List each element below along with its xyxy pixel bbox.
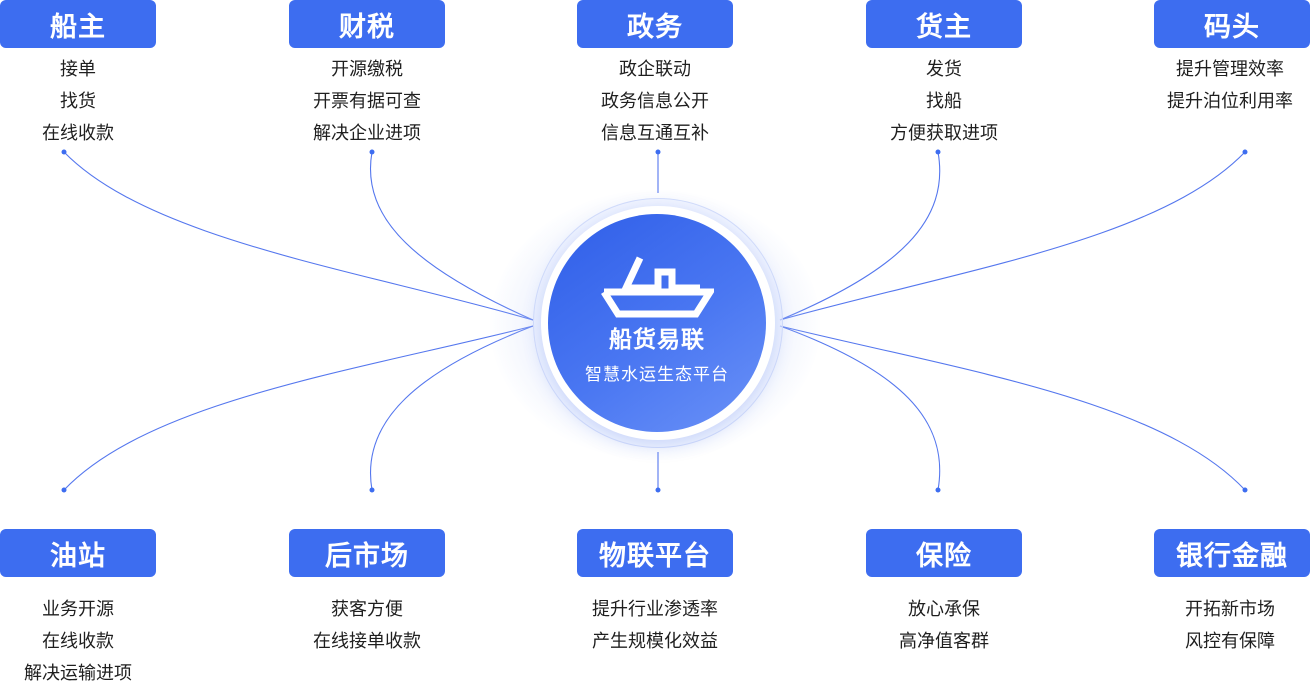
benefit-item: 解决企业进项 [313, 123, 421, 144]
tag-cargo-owner: 货主 [866, 0, 1022, 48]
tag-insurance: 保险 [866, 529, 1022, 577]
tag-aftermarket: 后市场 [289, 529, 445, 577]
tag-iot-platform: 物联平台 [577, 529, 733, 577]
benefit-item: 提升泊位利用率 [1167, 91, 1293, 112]
benefits-cargo-owner: 发货 找船 方便获取进项 [834, 54, 1054, 150]
benefit-item: 政企联动 [619, 59, 691, 80]
benefit-item: 开拓新市场 [1185, 599, 1275, 620]
benefit-item: 政务信息公开 [601, 91, 709, 112]
benefits-aftermarket: 获客方便 在线接单收款 [257, 594, 477, 658]
benefit-item: 开源缴税 [331, 59, 403, 80]
benefit-item: 在线收款 [42, 631, 114, 652]
tag-government: 政务 [577, 0, 733, 48]
benefit-item: 接单 [60, 59, 96, 80]
benefits-shipowner: 接单 找货 在线收款 [0, 54, 188, 150]
benefit-item: 解决运输进项 [24, 663, 132, 684]
benefits-iot-platform: 提升行业渗透率 产生规模化效益 [545, 594, 765, 658]
benefits-bank-finance: 开拓新市场 风控有保障 [1120, 594, 1310, 658]
tag-finance-tax: 财税 [289, 0, 445, 48]
benefit-item: 在线收款 [42, 123, 114, 144]
brand-name: 船货易联 [609, 327, 705, 353]
benefits-finance-tax: 开源缴税 开票有据可查 解决企业进项 [257, 54, 477, 150]
benefit-item: 风控有保障 [1185, 631, 1275, 652]
platform-slogan: 智慧水运生态平台 [585, 365, 729, 385]
tag-fuel-station: 油站 [0, 529, 156, 577]
benefit-item: 方便获取进项 [890, 123, 998, 144]
benefit-item: 业务开源 [42, 599, 114, 620]
benefit-item: 提升管理效率 [1176, 59, 1284, 80]
ship-logo-icon [601, 256, 714, 318]
benefits-wharf: 提升管理效率 提升泊位利用率 [1120, 54, 1310, 118]
benefit-item: 高净值客群 [899, 631, 989, 652]
tag-shipowner: 船主 [0, 0, 156, 48]
benefit-item: 放心承保 [908, 599, 980, 620]
benefit-item: 找船 [926, 91, 962, 112]
benefits-insurance: 放心承保 高净值客群 [834, 594, 1054, 658]
tag-bank-finance: 银行金融 [1154, 529, 1310, 577]
benefits-government: 政企联动 政务信息公开 信息互通互补 [545, 54, 765, 150]
benefit-item: 发货 [926, 59, 962, 80]
benefit-item: 产生规模化效益 [592, 631, 718, 652]
benefit-item: 获客方便 [331, 599, 403, 620]
benefit-item: 在线接单收款 [313, 631, 421, 652]
benefit-item: 信息互通互补 [601, 123, 709, 144]
platform-hub: 船货易联 智慧水运生态平台 [548, 214, 766, 432]
benefit-item: 找货 [60, 91, 96, 112]
benefit-item: 提升行业渗透率 [592, 599, 718, 620]
tag-wharf: 码头 [1154, 0, 1310, 48]
benefits-fuel-station: 业务开源 在线收款 解决运输进项 [0, 594, 188, 690]
benefit-item: 开票有据可查 [313, 91, 421, 112]
